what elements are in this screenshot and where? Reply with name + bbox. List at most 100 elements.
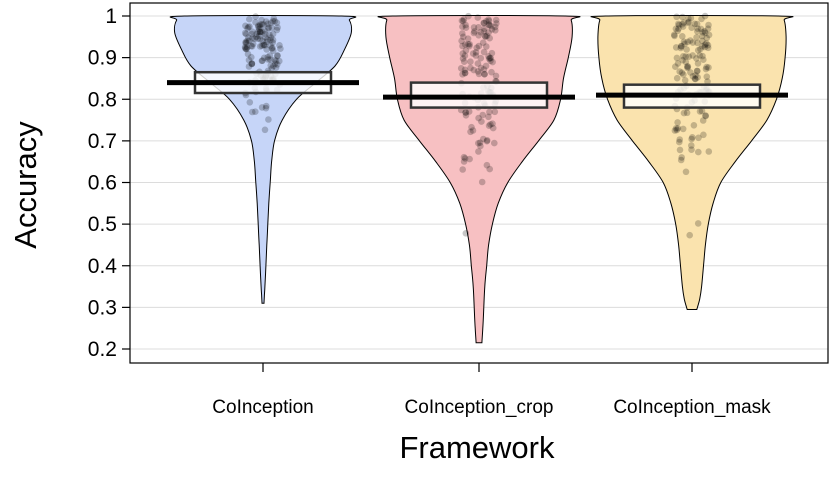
data-point bbox=[678, 43, 685, 50]
data-point bbox=[492, 72, 500, 80]
data-point bbox=[460, 153, 468, 161]
data-point bbox=[272, 57, 280, 65]
data-point bbox=[477, 28, 485, 36]
data-point bbox=[269, 47, 277, 54]
data-point bbox=[680, 71, 687, 78]
data-point bbox=[487, 57, 494, 65]
data-point bbox=[703, 34, 710, 42]
data-point bbox=[470, 66, 478, 74]
data-point bbox=[702, 29, 709, 37]
data-point bbox=[259, 57, 266, 64]
data-point bbox=[467, 64, 474, 72]
data-point bbox=[489, 58, 496, 66]
data-point bbox=[464, 35, 472, 42]
data-point bbox=[483, 43, 490, 50]
data-point bbox=[674, 27, 681, 35]
data-point bbox=[689, 52, 696, 59]
data-point bbox=[243, 45, 250, 53]
data-point bbox=[258, 104, 266, 111]
data-point bbox=[705, 31, 713, 39]
data-point bbox=[261, 42, 269, 49]
data-point bbox=[475, 32, 483, 39]
data-point bbox=[704, 78, 711, 85]
data-point bbox=[695, 148, 702, 156]
data-point bbox=[242, 45, 249, 52]
data-point bbox=[679, 21, 686, 28]
data-point bbox=[705, 148, 713, 155]
x-axis-title: Framework bbox=[399, 430, 555, 465]
data-point bbox=[698, 107, 706, 115]
data-point bbox=[268, 45, 276, 52]
data-point bbox=[460, 58, 468, 65]
data-point bbox=[683, 109, 691, 117]
data-point bbox=[684, 38, 691, 46]
data-point bbox=[269, 30, 277, 38]
data-point bbox=[263, 46, 270, 53]
data-point bbox=[470, 24, 478, 31]
data-point bbox=[475, 70, 483, 78]
data-point bbox=[691, 20, 698, 28]
data-point bbox=[459, 166, 467, 173]
data-point bbox=[702, 65, 710, 73]
data-point bbox=[277, 45, 284, 52]
data-point bbox=[274, 52, 281, 60]
data-point bbox=[244, 50, 252, 58]
data-point bbox=[485, 113, 492, 121]
data-point bbox=[470, 29, 478, 37]
data-point bbox=[675, 20, 682, 28]
data-point bbox=[263, 38, 270, 46]
data-point bbox=[267, 34, 275, 41]
data-point bbox=[465, 108, 473, 115]
data-point bbox=[242, 39, 249, 47]
data-point bbox=[696, 52, 703, 59]
data-point bbox=[260, 41, 268, 49]
data-point bbox=[461, 69, 469, 77]
boxes bbox=[167, 70, 788, 109]
y-axis: 0.20.30.40.50.60.70.80.91 bbox=[88, 5, 130, 361]
data-point bbox=[674, 119, 681, 126]
data-point bbox=[699, 117, 707, 124]
data-point bbox=[474, 14, 482, 21]
data-point bbox=[274, 61, 281, 68]
data-point bbox=[459, 17, 467, 25]
data-point bbox=[459, 23, 466, 31]
data-point bbox=[694, 39, 701, 47]
data-point bbox=[479, 111, 487, 119]
data-point bbox=[475, 139, 482, 147]
data-point bbox=[673, 13, 680, 21]
data-point bbox=[264, 20, 271, 28]
data-point bbox=[679, 56, 686, 64]
data-point bbox=[243, 44, 251, 51]
y-tick-label: 0.3 bbox=[88, 296, 117, 319]
y-tick-label: 0.6 bbox=[88, 172, 117, 195]
data-point bbox=[680, 38, 688, 46]
data-point bbox=[254, 23, 262, 31]
data-point bbox=[679, 23, 687, 30]
data-point bbox=[690, 122, 698, 129]
data-point bbox=[676, 138, 683, 146]
data-point bbox=[461, 66, 469, 74]
data-point bbox=[266, 52, 274, 59]
data-point bbox=[271, 18, 279, 25]
data-point bbox=[261, 34, 269, 41]
data-point bbox=[485, 53, 492, 60]
data-point bbox=[268, 24, 276, 32]
data-point bbox=[242, 45, 250, 53]
data-point bbox=[691, 75, 699, 82]
data-point bbox=[458, 37, 465, 45]
data-point bbox=[697, 25, 705, 33]
data-point bbox=[460, 33, 467, 41]
data-point bbox=[477, 54, 485, 62]
data-point bbox=[679, 53, 687, 60]
data-point bbox=[705, 64, 712, 71]
data-point bbox=[693, 20, 701, 28]
data-point bbox=[248, 60, 256, 67]
data-point bbox=[265, 116, 272, 123]
data-point bbox=[271, 60, 279, 67]
data-point bbox=[673, 74, 681, 82]
data-point bbox=[673, 126, 681, 134]
data-point bbox=[487, 121, 494, 128]
data-point bbox=[258, 16, 265, 24]
data-point bbox=[488, 26, 496, 33]
data-point bbox=[243, 39, 250, 47]
